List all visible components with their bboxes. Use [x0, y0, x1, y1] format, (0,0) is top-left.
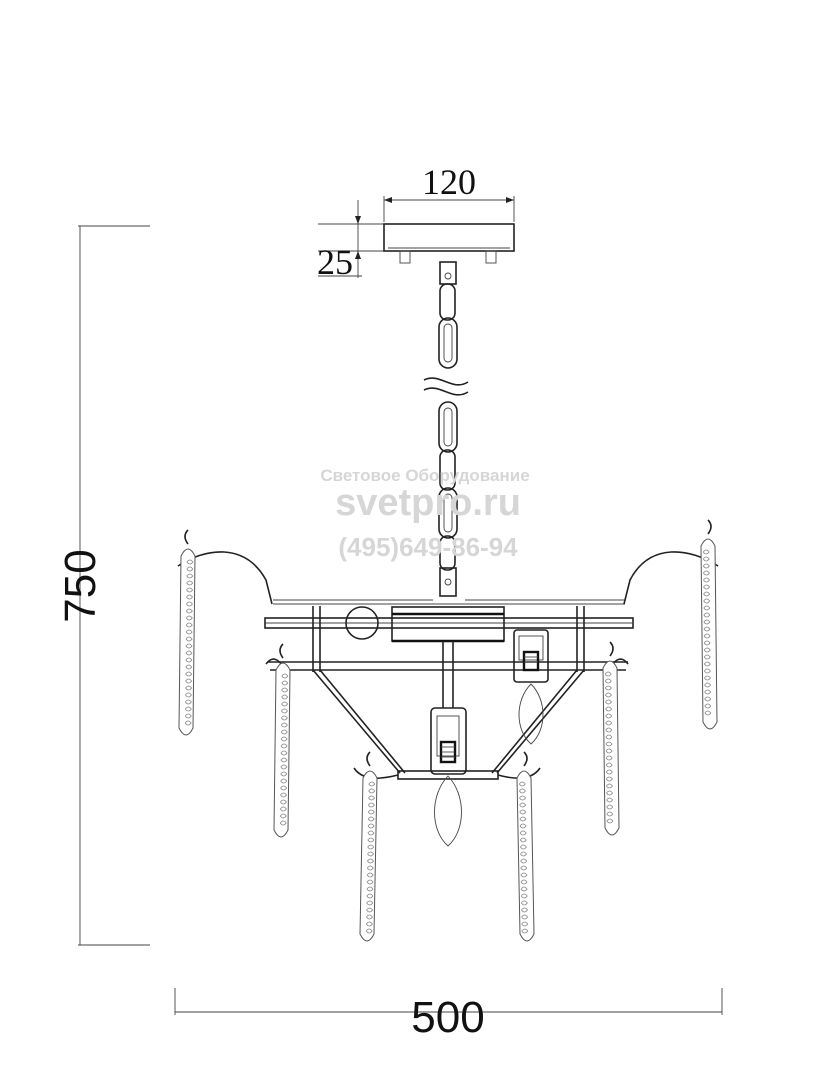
canopy-icon — [383, 223, 515, 285]
width-dimension-label: 500 — [411, 993, 484, 1042]
crystal-pendant-6 — [516, 751, 535, 942]
height-dimension: 750 — [56, 225, 150, 946]
height-dimension-label: 750 — [56, 549, 105, 622]
bulb-icon — [430, 629, 549, 847]
canopy-height-dimension: 25 — [317, 200, 384, 282]
crystal-pendant-1 — [178, 529, 196, 736]
canopy-height-label: 25 — [317, 242, 353, 282]
watermark-line1: Световое Оборудование — [320, 466, 529, 485]
watermark: Световое Оборудование svetpro.ru (495)64… — [320, 466, 529, 562]
central-stem — [442, 641, 454, 708]
watermark-line3: (495)649-86-94 — [338, 532, 518, 562]
middle-frame — [265, 606, 629, 774]
crystal-pendant-icon — [178, 519, 718, 942]
crystal-pendant-3 — [273, 643, 291, 838]
chain-icon — [423, 283, 469, 597]
canopy-width-label: 120 — [422, 162, 476, 202]
crystal-pendant-5 — [359, 751, 378, 942]
watermark-line2: svetpro.ru — [335, 482, 521, 524]
crystal-pendant-2 — [700, 519, 718, 730]
canopy-width-dimension: 120 — [383, 162, 515, 222]
width-dimension: 500 — [174, 988, 723, 1042]
crystal-pendant-4 — [602, 641, 620, 836]
